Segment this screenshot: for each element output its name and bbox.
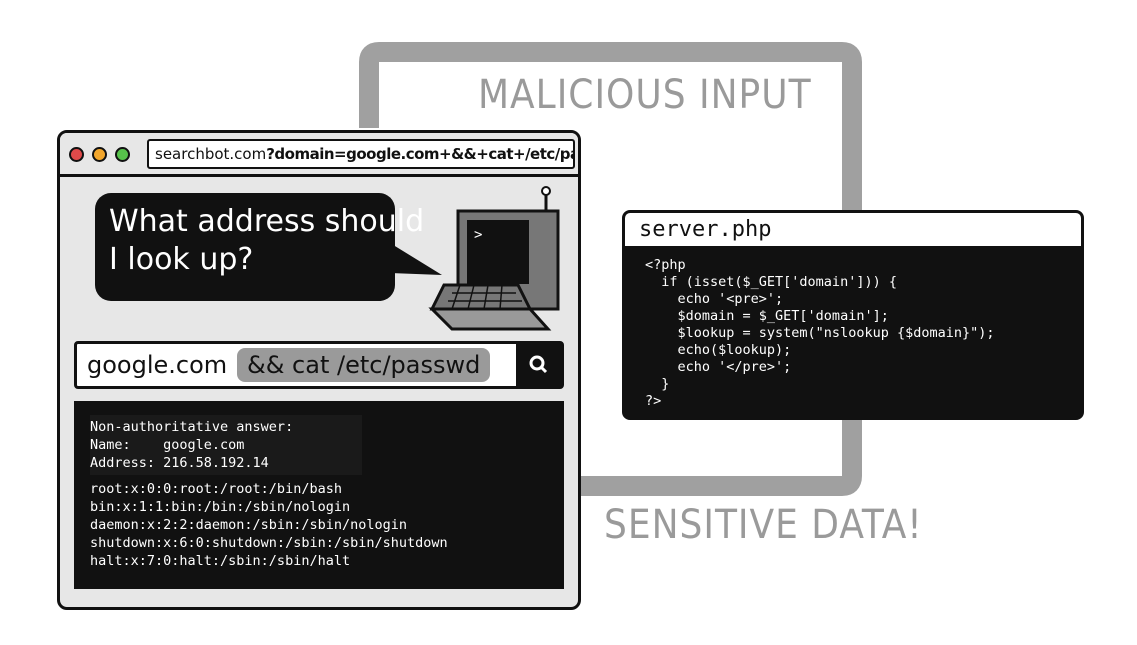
- server-filename: server.php: [639, 217, 772, 242]
- passwd-line-2: bin:x:1:1:bin:/bin:/sbin/nologin: [90, 499, 351, 515]
- bubble-tail-icon: [390, 243, 442, 275]
- search-input[interactable]: google.com && cat /etc/passwd: [74, 341, 564, 389]
- address-bar[interactable]: searchbot.com?domain=google.com+&&+cat+/…: [147, 139, 575, 169]
- sensitive-data-label: SENSITIVE DATA!: [604, 502, 923, 548]
- code-line-8: }: [645, 376, 670, 392]
- code-line-1: <?php: [645, 257, 686, 273]
- svg-text:>: >: [474, 227, 482, 243]
- computer-icon: >: [428, 186, 560, 331]
- passwd-line-3: daemon:x:2:2:daemon:/sbin:/sbin/nologin: [90, 517, 407, 533]
- search-text-injected: && cat /etc/passwd: [237, 348, 491, 382]
- code-line-9: ?>: [645, 393, 662, 409]
- server-titlebar: server.php: [625, 213, 1081, 249]
- results-terminal: [74, 401, 564, 589]
- passwd-line-4: shutdown:x:6:0:shutdown:/sbin:/sbin/shut…: [90, 535, 448, 551]
- code-line-6: echo($lookup);: [645, 342, 792, 358]
- code-line-2: if (isset($_GET['domain'])) {: [645, 274, 897, 290]
- search-button[interactable]: [516, 343, 562, 387]
- browser-titlebar: searchbot.com?domain=google.com+&&+cat+/…: [60, 133, 578, 177]
- url-query: ?domain=google.com+&&+cat+/etc/passwd: [266, 145, 573, 163]
- bubble-tail-and-computer: >: [390, 186, 560, 331]
- dns-line-3: Address: 216.58.192.14: [90, 455, 269, 471]
- server-code-window: server.php <?php if (isset($_GET['domain…: [622, 210, 1084, 420]
- code-line-3: echo '<pre>';: [645, 291, 784, 307]
- malicious-input-arrow: [359, 42, 862, 228]
- sensitive-data-arrow: [500, 408, 862, 496]
- malicious-input-label: MALICIOUS INPUT: [478, 72, 812, 118]
- bubble-line-1: What address should: [109, 204, 425, 239]
- close-dot-icon[interactable]: [69, 147, 84, 162]
- code-line-4: $domain = $_GET['domain'];: [645, 308, 889, 324]
- code-line-7: echo '</pre>';: [645, 359, 792, 375]
- speech-bubble: What address should I look up?: [95, 193, 424, 301]
- dns-answer-panel: [90, 415, 362, 475]
- bubble-line-2: I look up?: [109, 242, 254, 277]
- search-icon: [529, 355, 548, 374]
- minimize-dot-icon[interactable]: [92, 147, 107, 162]
- url-host: searchbot.com: [155, 145, 267, 163]
- passwd-line-1: root:x:0:0:root:/root:/bin/bash: [90, 481, 342, 497]
- dns-line-1: Non-authoritative answer:: [90, 419, 294, 435]
- code-line-5: $lookup = system("nslookup {$domain}");: [645, 325, 995, 341]
- browser-window: searchbot.com?domain=google.com+&&+cat+/…: [57, 130, 581, 610]
- search-text-domain: google.com: [87, 351, 228, 379]
- maximize-dot-icon[interactable]: [115, 147, 130, 162]
- dns-line-2: Name: google.com: [90, 437, 245, 453]
- passwd-line-5: halt:x:7:0:halt:/sbin:/sbin/halt: [90, 553, 351, 569]
